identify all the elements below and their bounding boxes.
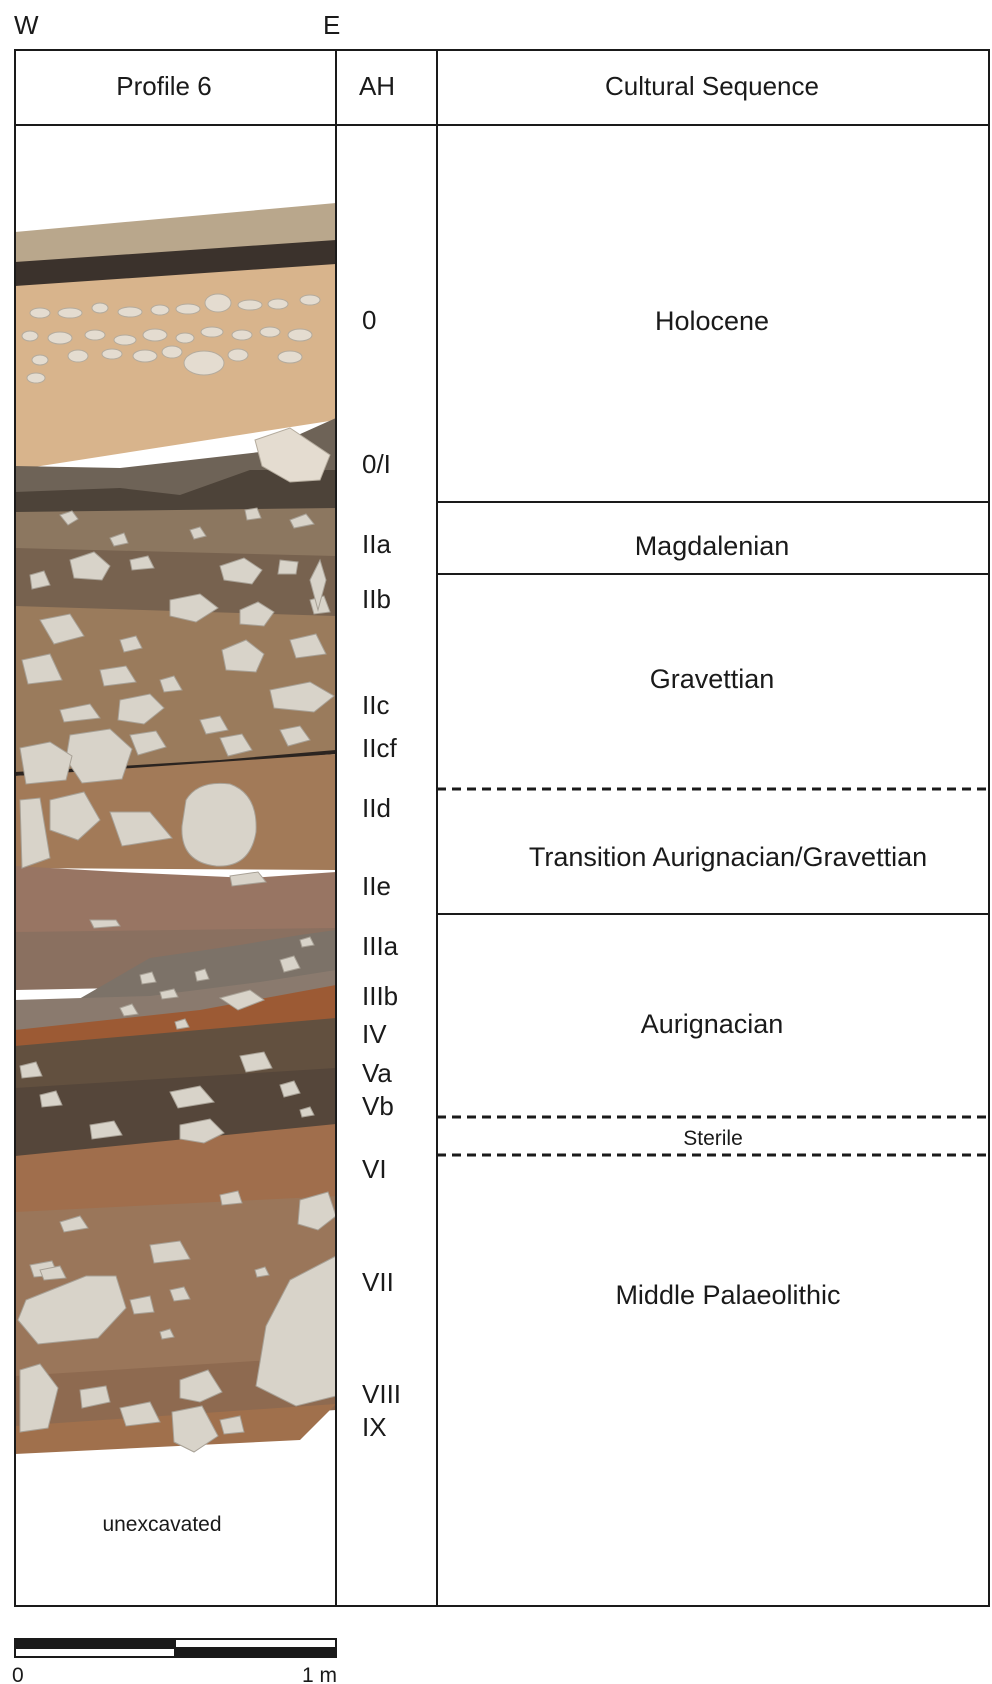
culture-label: Middle Palaeolithic	[615, 1280, 840, 1310]
culture-label: Holocene	[655, 306, 769, 336]
ah-header: AH	[359, 71, 395, 101]
scale-end-label: 1 m	[302, 1664, 337, 1684]
ah-label: IIb	[362, 584, 391, 614]
culture-label: Aurignacian	[641, 1009, 784, 1039]
scale-bar-segment-2	[175, 1639, 336, 1648]
culture-label: Sterile	[683, 1127, 743, 1150]
culture-label: Magdalenian	[635, 531, 790, 561]
profile-header: Profile 6	[116, 71, 211, 101]
ah-label: IIIa	[362, 931, 399, 961]
ah-label: VIII	[362, 1379, 401, 1409]
unexcavated-label: unexcavated	[102, 1513, 221, 1536]
ah-label: IIIb	[362, 981, 398, 1011]
ah-label: Vb	[362, 1091, 394, 1121]
ah-label: 0	[362, 305, 376, 335]
ah-label: IX	[362, 1412, 387, 1442]
culture-label: Transition Aurignacian/Gravettian	[529, 842, 927, 872]
ah-label: IIe	[362, 871, 391, 901]
east-label: E	[323, 10, 340, 40]
scale-bar-segment-1	[15, 1639, 175, 1648]
scale-bar	[15, 1639, 336, 1657]
ah-labels: 0 0/I IIa IIb IIc IIcf IId IIe IIIa IIIb…	[362, 305, 401, 1442]
scale-start-label: 0	[12, 1664, 24, 1684]
ah-label: IV	[362, 1019, 387, 1049]
ah-label: IIcf	[362, 733, 397, 763]
scale-bar-segment-3	[15, 1648, 175, 1657]
ah-label: IIc	[362, 690, 389, 720]
ah-label: IId	[362, 793, 391, 823]
culture-header: Cultural Sequence	[605, 71, 819, 101]
ah-label: Va	[362, 1058, 392, 1088]
scale-bar-segment-4	[175, 1648, 336, 1657]
culture-label: Gravettian	[650, 664, 775, 694]
ah-label: 0/I	[362, 449, 391, 479]
layer-IIe	[15, 866, 336, 935]
ah-label: IIa	[362, 529, 391, 559]
profile-section	[15, 203, 336, 1454]
ah-label: VII	[362, 1267, 394, 1297]
culture-labels: Holocene Magdalenian Gravettian Transiti…	[529, 306, 927, 1310]
west-label: W	[14, 10, 39, 40]
ah-label: VI	[362, 1154, 387, 1184]
